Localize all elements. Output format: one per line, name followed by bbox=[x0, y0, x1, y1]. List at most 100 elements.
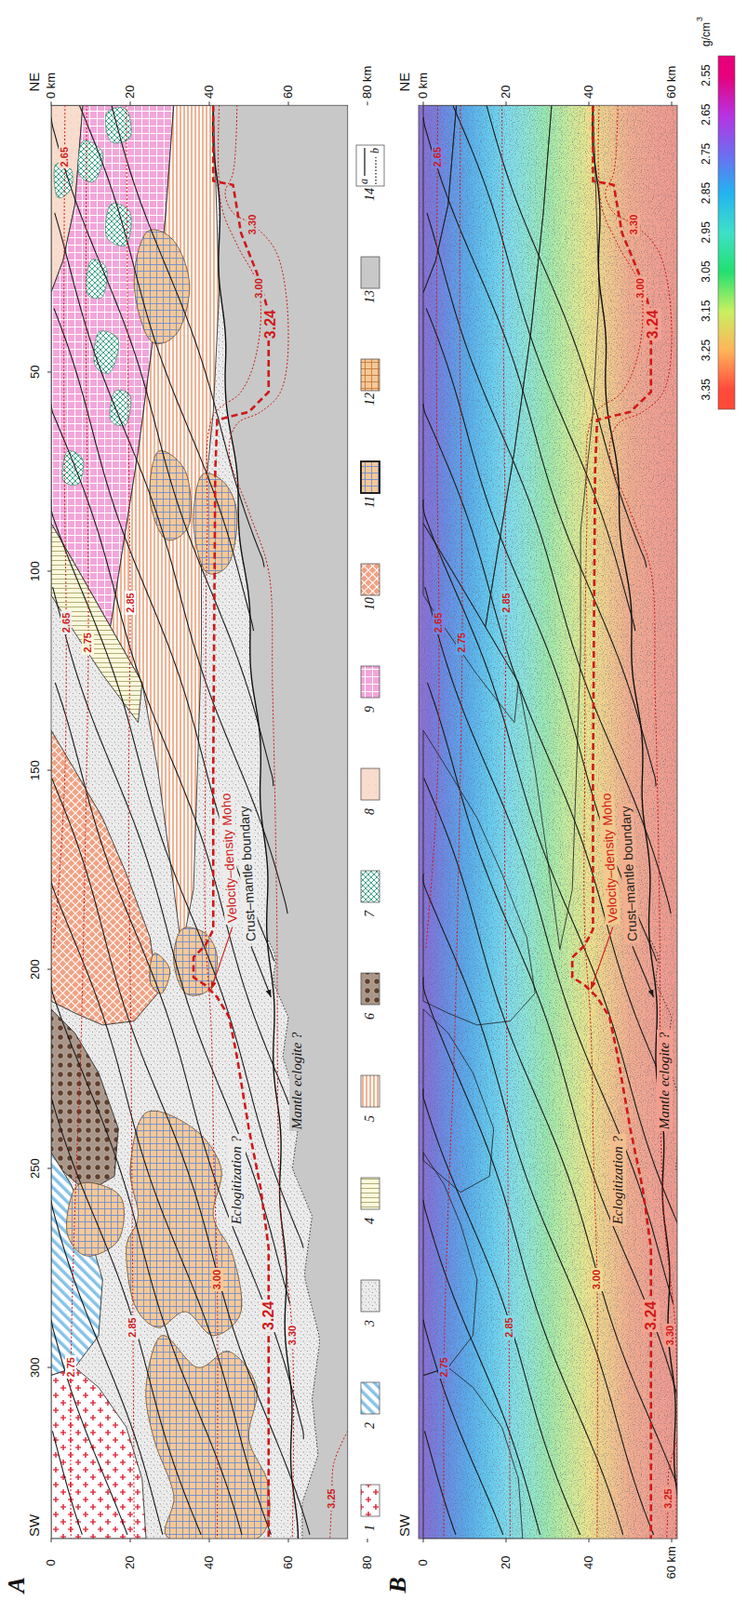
fault-line bbox=[51, 1200, 163, 1535]
legend-swatch bbox=[360, 768, 380, 801]
axis-tick bbox=[51, 101, 53, 106]
fault-line bbox=[51, 873, 271, 1535]
axis-tick-label: 150 bbox=[28, 760, 43, 781]
axis-tick-label: 250 bbox=[28, 1158, 43, 1179]
density-contour-label: 3.25 bbox=[662, 1486, 675, 1510]
crust-mantle-line bbox=[592, 105, 678, 1539]
direction-label: NE bbox=[26, 72, 42, 93]
legend-number: 13 bbox=[362, 290, 378, 304]
axis-tick-label: 40 bbox=[202, 85, 217, 99]
axis-tick-label: 20 bbox=[123, 85, 138, 99]
fault-line bbox=[51, 977, 242, 1535]
axis-tick bbox=[47, 1367, 52, 1369]
legend-number: 1 bbox=[362, 1524, 378, 1532]
axis-tick bbox=[51, 1538, 53, 1543]
legend-number: 2 bbox=[362, 1422, 378, 1429]
legend-line-letter: a bbox=[358, 178, 372, 185]
density-contour-label: 2.65 bbox=[432, 611, 445, 635]
axis-tick-label: 60 bbox=[281, 1556, 296, 1570]
density-contour-label: 3.24 bbox=[642, 1299, 660, 1333]
legend-swatch bbox=[360, 1280, 380, 1312]
fault-line bbox=[423, 977, 624, 1535]
axis-tick-label: 60 km bbox=[665, 66, 680, 99]
density-contour-label: 3.00 bbox=[634, 276, 647, 300]
fault-line bbox=[53, 308, 275, 962]
colorbar-label: 3.05 bbox=[700, 260, 714, 282]
axis-tick-label: 0 bbox=[416, 1559, 431, 1566]
fault-line bbox=[486, 105, 647, 567]
leader-arrow bbox=[590, 927, 614, 990]
legend-number: 3 bbox=[362, 1320, 378, 1327]
axis-tick bbox=[423, 101, 425, 106]
fault-line bbox=[423, 1200, 541, 1535]
axis-tick bbox=[588, 1538, 590, 1543]
density-contour-label: 3.25 bbox=[325, 1486, 338, 1510]
density-contour-label: 3.24 bbox=[262, 307, 280, 341]
legend-number: 5 bbox=[362, 1115, 378, 1122]
fault-line bbox=[423, 1088, 581, 1535]
fault-line bbox=[453, 105, 636, 631]
legend-number: 11 bbox=[362, 495, 378, 508]
axis-tick bbox=[506, 101, 507, 106]
axis-tick-label: 60 km bbox=[665, 1546, 680, 1579]
axis-tick bbox=[47, 1168, 52, 1170]
axis-tick-label: 40 bbox=[582, 85, 597, 99]
legend-number: 10 bbox=[362, 597, 378, 611]
legend-swatch bbox=[356, 145, 385, 187]
axis-tick-label: 0 km bbox=[44, 72, 59, 99]
density-contour-label: 3.30 bbox=[246, 213, 259, 237]
leader-arrow bbox=[211, 927, 233, 990]
eclogite-fill bbox=[266, 937, 320, 1539]
density-contour-label: 3.00 bbox=[590, 1267, 603, 1292]
fault-line bbox=[426, 682, 678, 1440]
legend-swatch bbox=[360, 256, 380, 289]
density-colorbar bbox=[718, 55, 735, 410]
mafic-body bbox=[149, 451, 192, 541]
density-contour-label: 2.65 bbox=[431, 145, 444, 169]
panel-frame bbox=[418, 105, 678, 1539]
axis-tick-label: 20 bbox=[499, 85, 514, 99]
rock-unit bbox=[51, 523, 143, 723]
crust-mantle-line bbox=[213, 105, 299, 1539]
axis-tick bbox=[47, 770, 52, 772]
axis-tick-label: 20 bbox=[499, 1556, 514, 1570]
density-contour-label: 3.00 bbox=[211, 1267, 224, 1292]
interpretation-note: Mantle eclogite ? bbox=[656, 1029, 673, 1132]
density-contour-label: 2.85 bbox=[503, 1315, 516, 1339]
legend-swatch bbox=[360, 461, 380, 494]
axis-tick-label: 0 bbox=[44, 1559, 59, 1566]
density-contour bbox=[53, 105, 67, 949]
mafic-body bbox=[126, 1110, 242, 1336]
colorbar-label: 2.65 bbox=[700, 103, 714, 125]
legend-number: 12 bbox=[362, 392, 378, 406]
density-contour bbox=[70, 105, 89, 1539]
axis-tick bbox=[288, 1538, 290, 1543]
axis-tick bbox=[671, 101, 673, 106]
density-contour-label: 2.85 bbox=[124, 590, 137, 614]
axis-tick bbox=[367, 101, 369, 106]
fault-line bbox=[423, 873, 654, 1535]
legend-line-letter: b bbox=[369, 147, 383, 154]
axis-tick-label: 40 bbox=[202, 1556, 217, 1570]
density-contour-label: 3.30 bbox=[664, 1323, 677, 1348]
panel-letter: B bbox=[384, 1576, 413, 1593]
colorbar-label: 3.15 bbox=[700, 300, 714, 322]
colorbar-label: 2.85 bbox=[700, 182, 714, 204]
axis-tick bbox=[288, 101, 290, 106]
axis-tick-label: 40 bbox=[582, 1556, 597, 1570]
legend-dotted-line bbox=[374, 157, 376, 185]
axis-tick-label: 100 bbox=[28, 560, 43, 582]
panel-a-section bbox=[51, 105, 348, 1539]
fault-line bbox=[111, 105, 265, 567]
density-contour-label: 3.30 bbox=[627, 213, 641, 237]
unit-outline bbox=[423, 105, 457, 293]
unit-superscript: 3 bbox=[694, 16, 705, 22]
green-body bbox=[105, 106, 132, 143]
fault-line bbox=[51, 1088, 201, 1535]
legend-swatch bbox=[360, 1382, 380, 1414]
density-contour-label: 3.30 bbox=[286, 1323, 299, 1348]
panel-b-section bbox=[418, 105, 678, 1539]
